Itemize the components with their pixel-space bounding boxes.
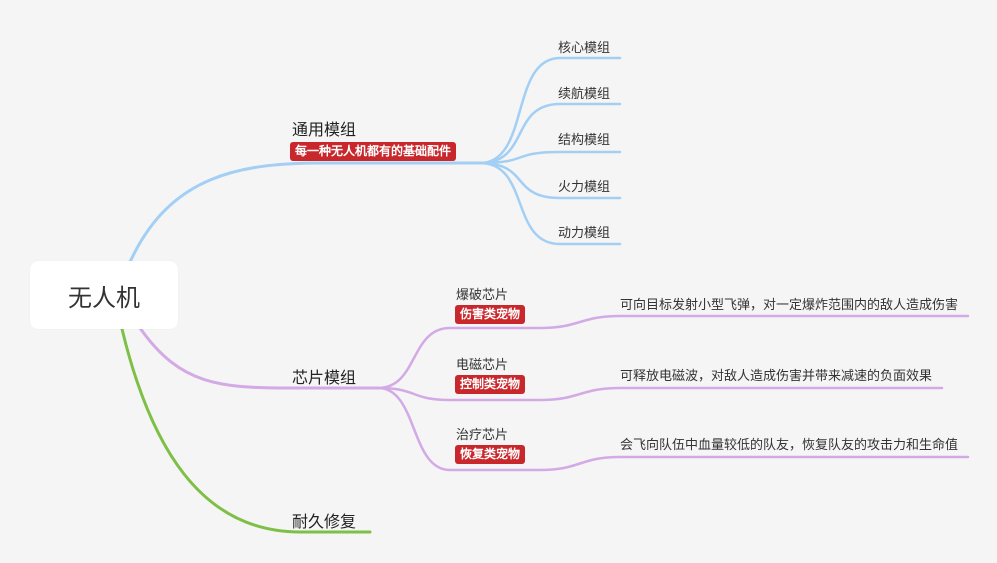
- leaf-core-module[interactable]: 核心模组: [558, 41, 611, 56]
- leaf-power-module[interactable]: 动力模组: [558, 226, 611, 241]
- connector-endurance: [478, 102, 622, 165]
- chip-heal-desc[interactable]: 会飞向队伍中血量较低的队友，恢复队友的攻击力和生命值: [620, 438, 959, 453]
- root-label: 无人机: [68, 283, 140, 312]
- chip-blast-desc[interactable]: 可向目标发射小型飞弹，对一定爆炸范围内的敌人造成伤害: [620, 298, 959, 313]
- chip-emp-desc[interactable]: 可释放电磁波，对敌人造成伤害并带来减速的负面效果: [620, 369, 933, 384]
- connector-root-repair: [120, 327, 372, 534]
- root-node[interactable]: 无人机: [30, 261, 178, 329]
- chip-blast-label[interactable]: 爆破芯片: [456, 288, 509, 303]
- leaf-endurance-module[interactable]: 续航模组: [558, 87, 611, 102]
- connector-root-general: [128, 161, 482, 264]
- connector-firepower: [478, 161, 622, 200]
- chip-emp-tag: 控制类宠物: [455, 375, 526, 394]
- branch-general-label[interactable]: 通用模组: [292, 120, 357, 139]
- leaf-structure-module[interactable]: 结构模组: [558, 133, 611, 148]
- leaf-firepower-module[interactable]: 火力模组: [558, 180, 611, 195]
- branch-repair-label[interactable]: 耐久修复: [292, 512, 357, 531]
- chip-blast-tag: 伤害类宠物: [455, 305, 526, 324]
- connector-power: [478, 161, 622, 246]
- connector-structure: [478, 150, 622, 165]
- chip-heal-tag: 恢复类宠物: [455, 445, 526, 464]
- connector-core: [478, 56, 622, 165]
- connector-root-chips: [138, 326, 380, 390]
- connector-blast: [376, 314, 970, 390]
- branch-chips-label[interactable]: 芯片模组: [292, 368, 357, 387]
- connector-emp: [376, 386, 944, 402]
- chip-heal-label[interactable]: 治疗芯片: [456, 428, 509, 443]
- chip-emp-label[interactable]: 电磁芯片: [456, 358, 509, 373]
- connector-heal: [376, 386, 970, 472]
- branch-general-tag: 每一种无人机都有的基础配件: [290, 142, 457, 161]
